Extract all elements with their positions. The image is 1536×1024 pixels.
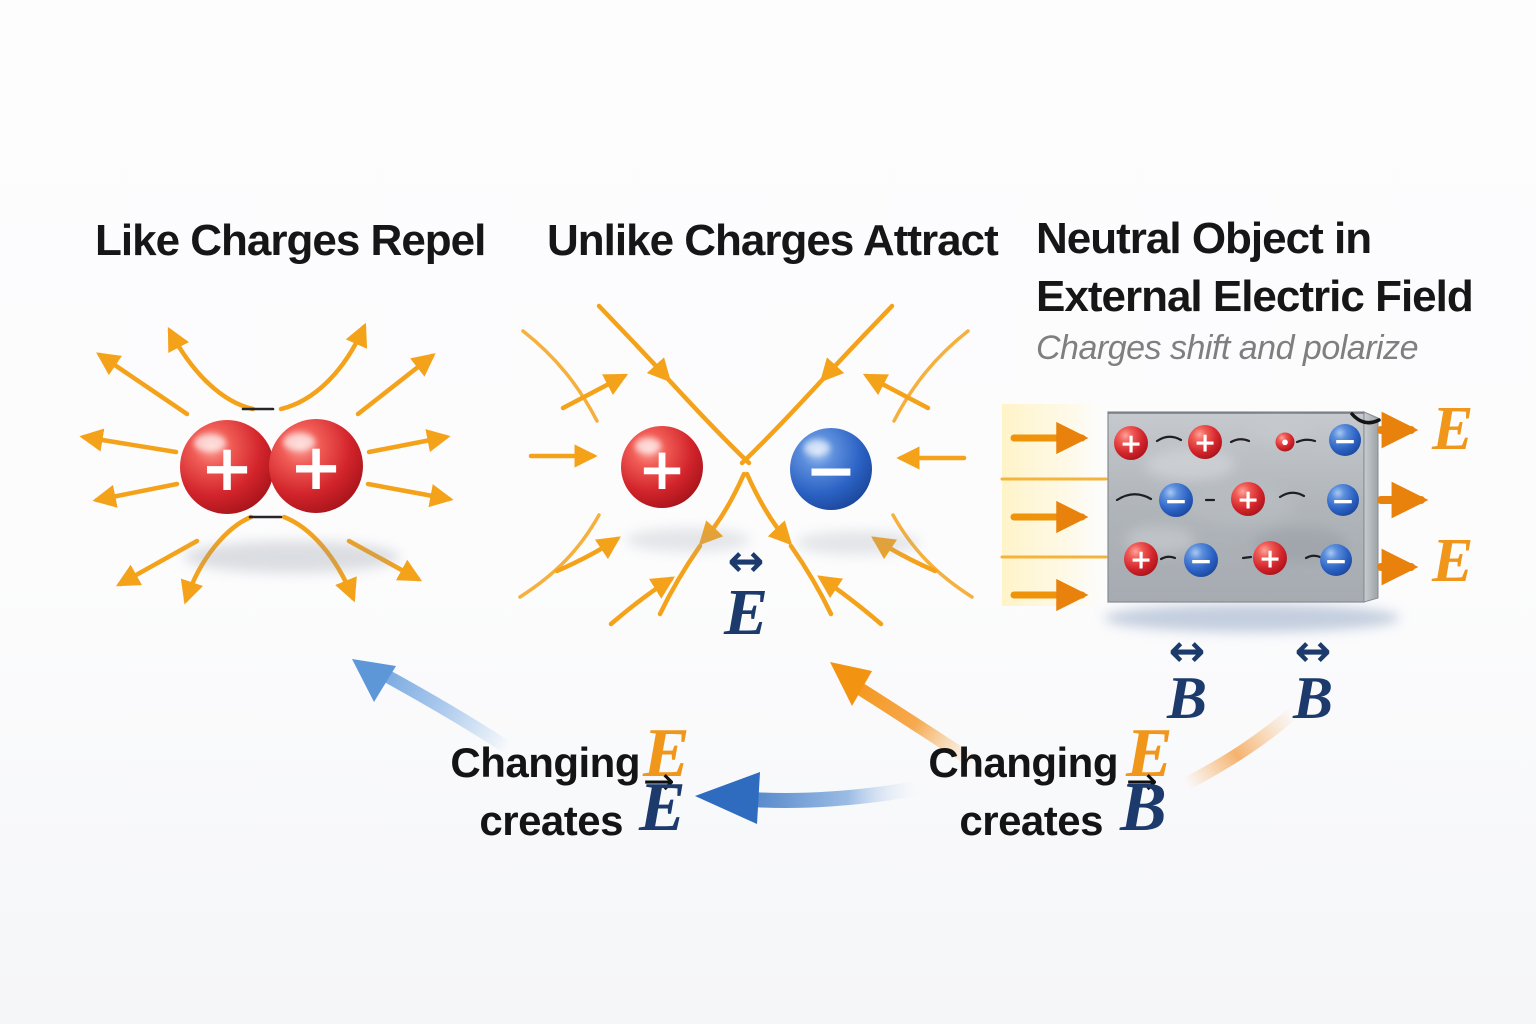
svg-text:+: + [1120,429,1143,460]
callout-changing-e-creates-b: Changing E → creates B [928,719,1188,881]
e-field-label-bottom: E [1432,527,1474,595]
left-positive-sphere-1: + [180,420,274,514]
svg-text:−: − [1164,485,1187,518]
e-vector-label: E [1126,715,1173,792]
blue-arrow-to-left-panel [378,668,515,755]
callout-word: creates [479,797,623,844]
double-arrow-icon: ↔ [1168,626,1206,677]
b-vector-label: B [1292,665,1334,731]
charge: • [1275,432,1295,453]
svg-text:−: − [1333,425,1356,458]
charge: − [1327,484,1359,518]
blue-arrowhead-large [695,772,760,824]
corner-curl [1350,412,1381,425]
left-panel-field-lines [79,322,454,605]
charge: − [1329,424,1361,458]
plus-symbol: + [200,432,254,506]
vector-arrow-icon: → [1126,759,1158,803]
blue-arrow-right-to-left [737,778,936,808]
charge: − [1320,544,1352,578]
b-field-label-right: ↔ B [1273,626,1353,731]
double-arrow-icon: ↔ [727,536,765,587]
e-field-label-top: E [1432,395,1474,463]
svg-text:+: + [1259,544,1282,575]
middle-blue-shadow [796,531,920,555]
middle-e-field-label: ↔ E [706,540,786,646]
middle-negative-sphere: − [790,428,872,510]
middle-red-shadow [626,528,750,552]
svg-text:+: + [1237,485,1260,516]
e-vector-label: E [643,715,690,792]
incoming-field-glow [1002,404,1108,606]
charge: + [1188,425,1222,459]
orange-arrowhead [830,662,872,706]
blue-arrowhead [352,659,396,702]
charge: − [1159,483,1193,518]
charge: + [1114,426,1148,460]
middle-panel-field-lines [518,303,974,627]
callout-word: Changing [928,739,1118,786]
callout-changing-e-creates-e: Changing E → creates E [450,719,715,881]
plus-symbol: + [638,435,687,503]
block-charges: + + • − − + − + − + − [1114,424,1361,578]
svg-text:•: • [1280,434,1290,453]
callout-arrows [352,659,1301,824]
right-panel-title-line2: External Electric Field [1036,272,1474,321]
outgoing-field-arrows [1377,411,1429,586]
e-vector-label: E [723,576,769,649]
callout-word: Changing [450,739,640,786]
plus-symbol: + [289,431,343,505]
charge: + [1231,482,1265,516]
block-shadow [1104,604,1400,632]
b-field-label-left: ↔ B [1147,626,1227,731]
left-panel-title: Like Charges Repel [95,216,486,265]
middle-panel-title: Unlike Charges Attract [547,216,999,265]
svg-text:+: + [1194,428,1217,459]
orange-faded-swoosh [1179,705,1301,791]
charge: + [1124,542,1158,576]
vector-arrow-icon: → [643,759,675,803]
charge: − [1184,543,1218,578]
double-arrow-icon: ↔ [1294,626,1332,677]
left-positive-sphere-2: + [269,419,363,513]
b-vector-label: B [1120,769,1167,846]
e-vector-label: E [639,769,686,846]
block-squiggles [1115,435,1322,561]
right-panel-subtitle: Charges shift and polarize [1036,329,1419,367]
charge: + [1253,541,1287,575]
left-spheres-shadow [184,541,400,573]
callout-word: creates [959,797,1103,844]
svg-text:−: − [1324,545,1347,578]
svg-text:−: − [1331,485,1354,518]
svg-text:−: − [1189,545,1212,578]
minus-symbol: − [805,434,857,507]
right-panel-title-line1: Neutral Object in [1036,214,1372,263]
orange-arrow-to-middle-panel [855,683,982,770]
b-vector-label: B [1166,665,1208,731]
middle-positive-sphere: + [621,426,703,508]
incoming-field-arrows [1000,421,1108,612]
svg-text:+: + [1130,545,1153,576]
